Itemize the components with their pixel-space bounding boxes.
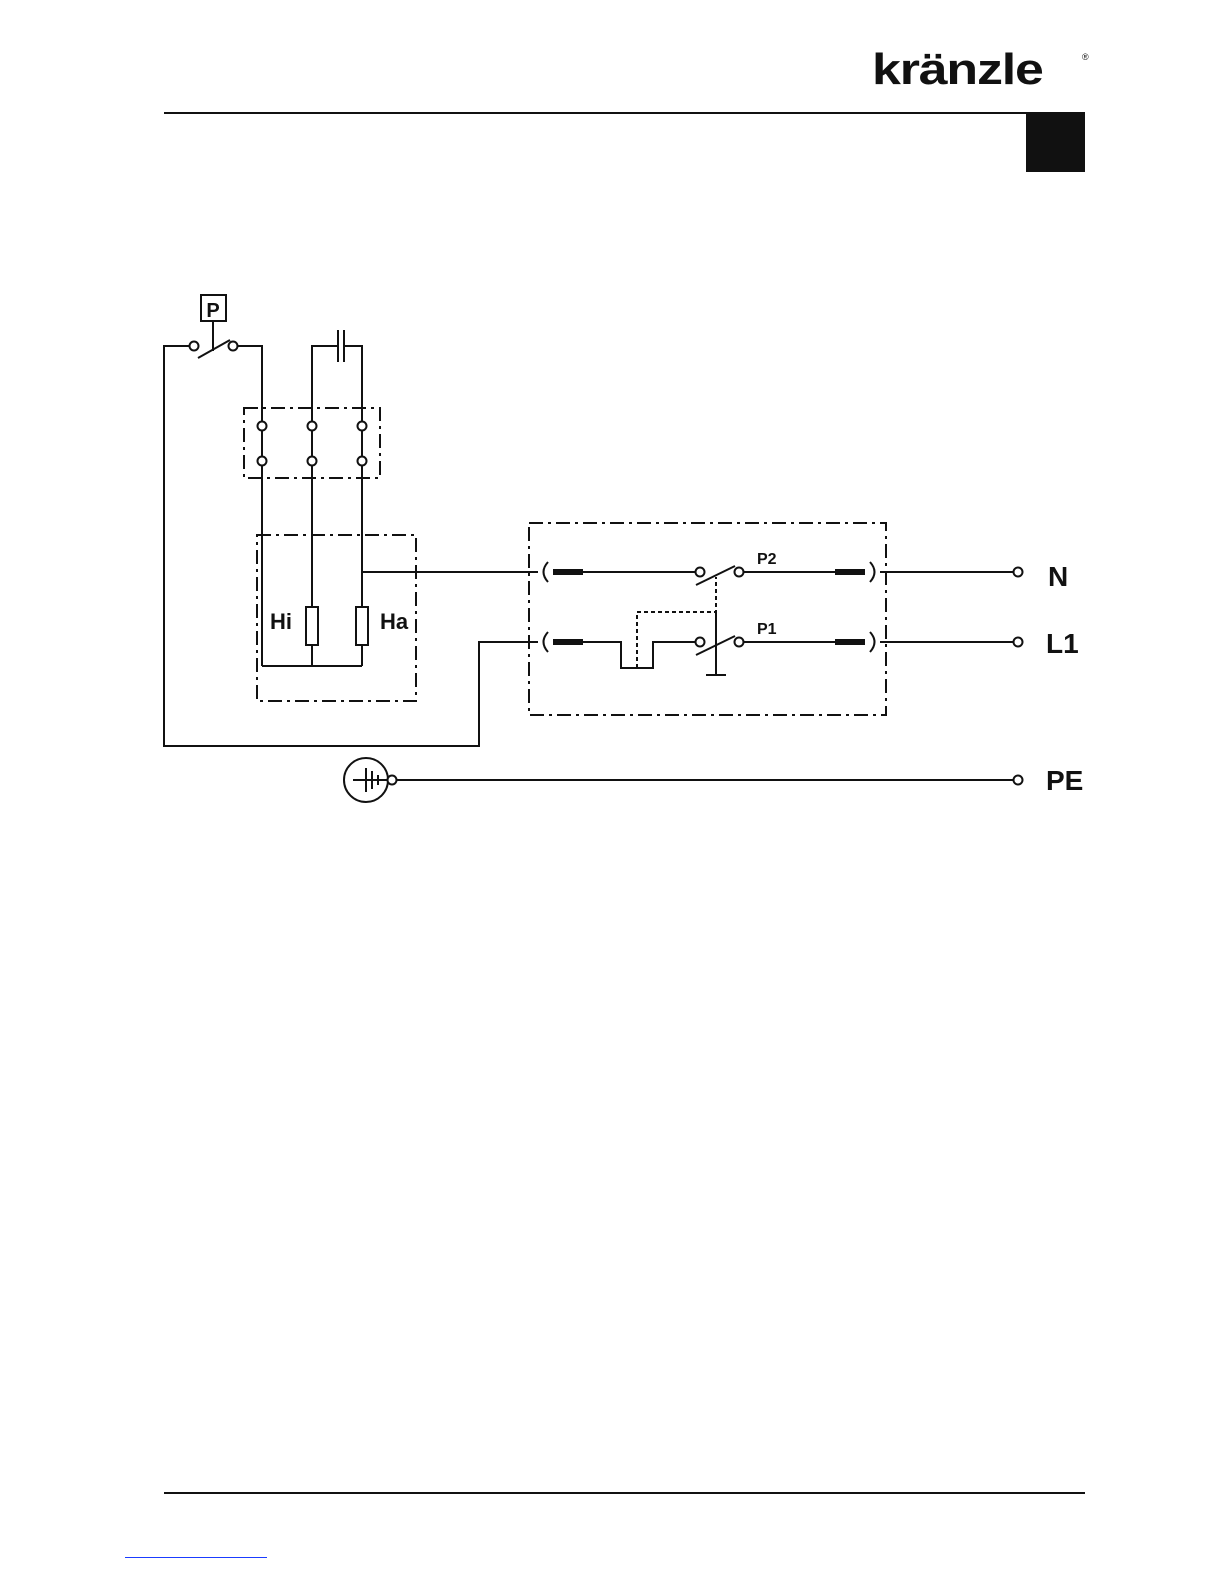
wire-left-loop	[164, 346, 538, 746]
pressure-switch-label: P	[206, 300, 219, 322]
socket-n-left	[544, 562, 549, 582]
wire-capacitor-right	[344, 346, 362, 426]
terminal-n	[1014, 568, 1023, 577]
footer-rule	[164, 1492, 1085, 1494]
winding-ha	[356, 607, 368, 645]
terminal-n-label: N	[1048, 561, 1068, 592]
terminal-l1	[1014, 638, 1023, 647]
socket-l1-right	[870, 632, 875, 652]
pressure-switch-contact-right	[229, 342, 238, 351]
terminal-l1-label: L1	[1046, 628, 1079, 659]
heater-outer-label: Ha	[380, 609, 409, 634]
wire-l1-thermal-loop	[553, 642, 696, 668]
socket-n-right	[870, 562, 875, 582]
wire-pressure-switch-right	[237, 346, 262, 426]
main-switch-box	[529, 523, 886, 715]
terminal-pe	[1014, 776, 1023, 785]
socket-l1-left	[544, 632, 549, 652]
switch-p2-label: P2	[757, 551, 777, 568]
footer-link-underline[interactable]	[125, 1557, 267, 1558]
pressure-switch-contact-left	[190, 342, 199, 351]
wire-capacitor-left	[312, 346, 338, 426]
heater-inner-label: Hi	[270, 609, 292, 634]
winding-hi	[306, 607, 318, 645]
switch-p1-label: P1	[757, 621, 777, 638]
switch-mechanical-linkage	[637, 577, 716, 668]
terminal-pe-label: PE	[1046, 765, 1083, 796]
